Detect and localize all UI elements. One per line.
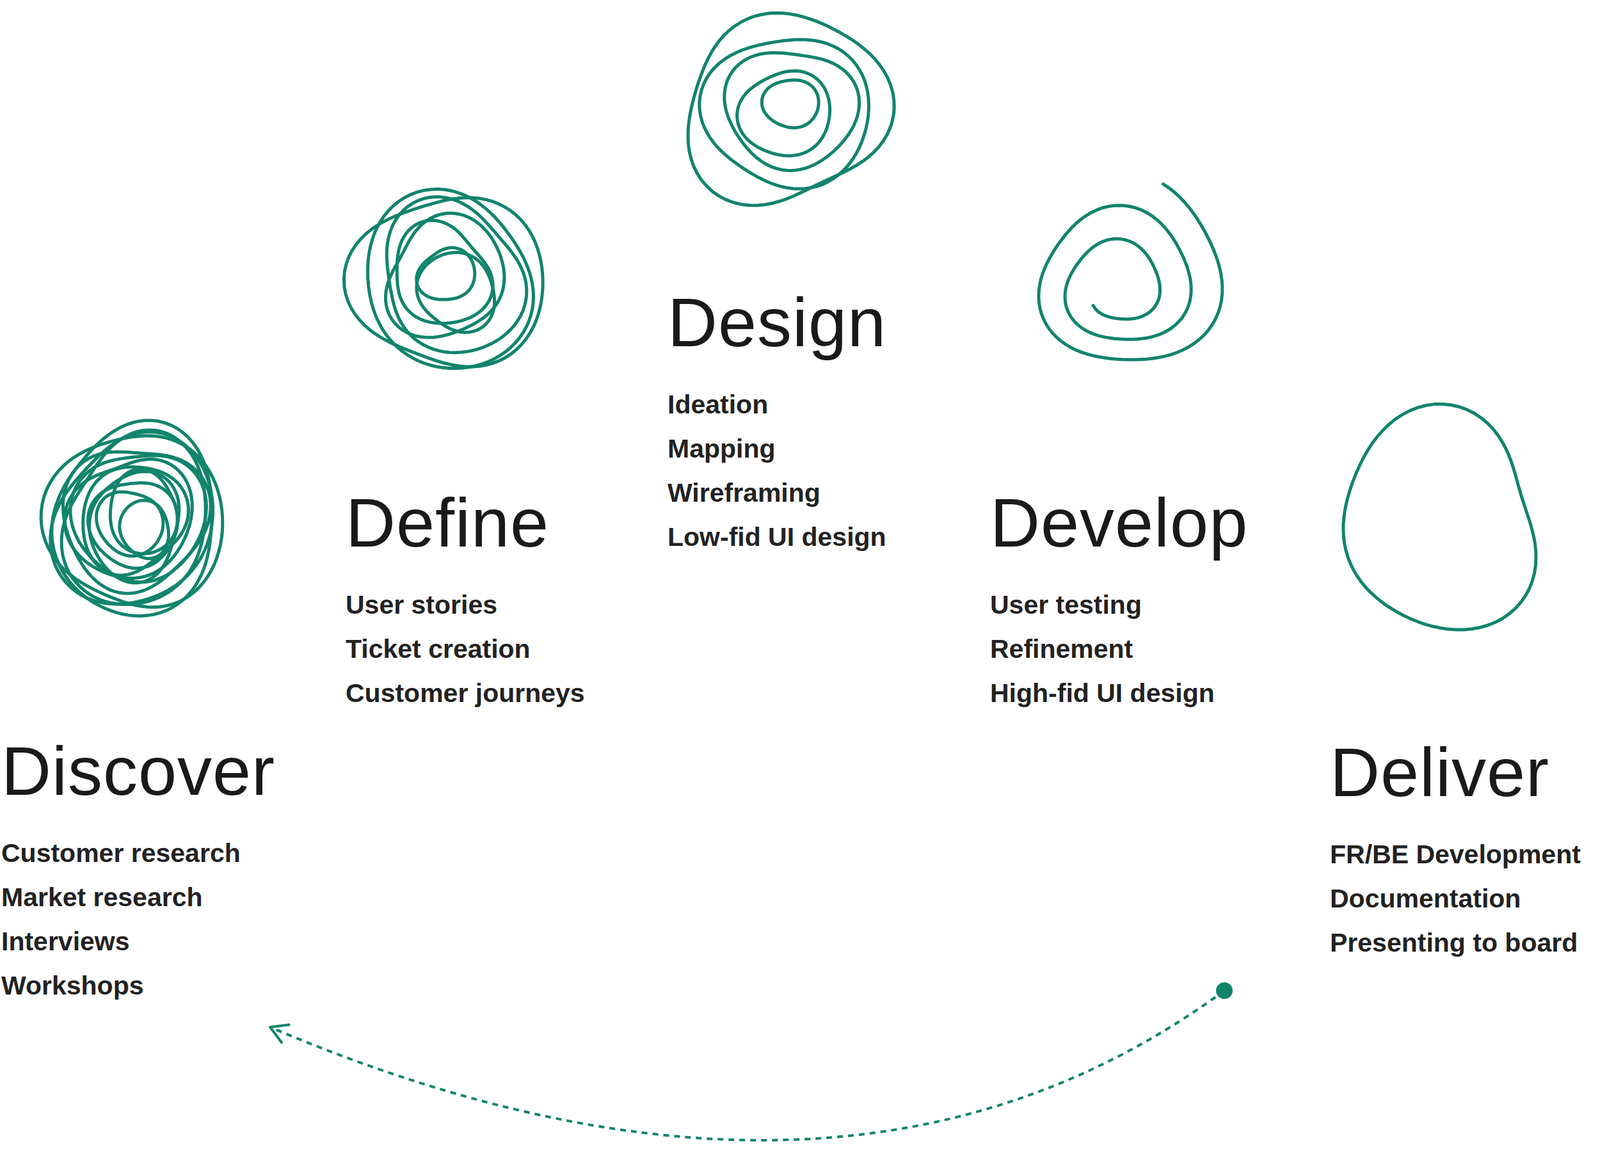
stage-block: DeliverFR/BE DevelopmentDocumentationPre… [1329,737,1581,966]
tangle-scribble [761,80,819,128]
activity-item: Customer research [1,831,276,876]
stage-block: DiscoverCustomer researchMarket research… [1,736,276,1008]
activity-item: High-fid UI design [990,671,1248,716]
tangle-scribble [699,39,870,189]
activity-item: Mapping [667,426,887,472]
activity-item: Wireframing [667,471,887,516]
stage-heading: Discover [1,736,276,806]
spiral-scribble [1038,184,1223,360]
dashed-line [270,990,1225,1141]
tangle-scribble [416,252,495,333]
finished-circle [1343,403,1536,630]
activity-item: Interviews [1,919,276,964]
start-dot [1216,982,1233,1000]
stage-heading: Develop [990,488,1248,558]
tangle-scribble [50,432,214,605]
stage-heading: Design [667,288,887,358]
tangle-scribble [343,197,543,367]
tangle-scribble [688,12,895,206]
activity-item: Documentation [1329,876,1581,921]
activity-item: User stories [345,583,585,628]
tangle-scribble [64,459,193,579]
activity-item: Refinement [990,627,1248,672]
activity-item: User testing [990,583,1248,628]
tangle-scribble [416,247,475,300]
stage-heading: Define [345,488,585,558]
arrow-head [270,1024,290,1043]
tangle-scribble [119,500,169,559]
activity-item: Ideation [667,382,887,427]
tangle-scribble [51,420,212,617]
tangle-scribble [368,189,534,369]
return-arrow [270,982,1233,1141]
tangle-scribble [63,451,212,594]
stage-block: DesignIdeationMappingWireframingLow-fid … [667,288,887,560]
tangle-scribble [88,483,178,569]
activity-item: Market research [1,875,276,920]
activity-item: Presenting to board [1329,920,1581,966]
tangle-scribble [385,213,505,338]
activity-item: Workshops [1,963,276,1008]
activity-item: Ticket creation [345,627,585,672]
stage-heading: Deliver [1329,737,1581,808]
activity-item: Customer journeys [345,671,585,716]
activity-item: Low-fid UI design [667,515,887,560]
tangle-scribble [724,52,860,171]
tangle-scribble [737,71,831,157]
stage-block: DevelopUser testingRefinementHigh-fid UI… [990,488,1248,716]
activity-item: FR/BE Development [1329,832,1581,877]
stage-block: DefineUser storiesTicket creationCustome… [345,488,585,716]
tangle-scribble [396,220,493,324]
